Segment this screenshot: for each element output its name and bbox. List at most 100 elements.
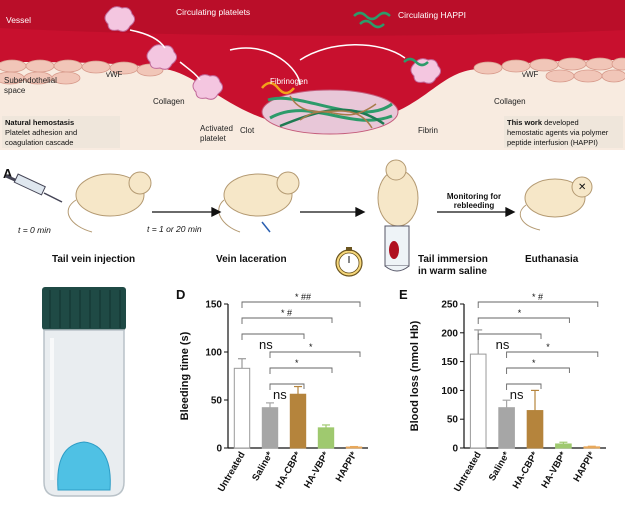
subendothelial-label-2: space — [4, 86, 26, 95]
significance-bracket — [269, 367, 333, 374]
happi-powder — [57, 441, 111, 491]
significance-bracket — [477, 301, 599, 308]
x-tick-label: Saline* — [487, 450, 513, 483]
bar — [289, 393, 307, 449]
significance-label: * # — [532, 292, 543, 302]
clot-label: Clot — [240, 126, 255, 135]
vial-cap-ridges — [49, 290, 121, 328]
natural-hemostasis-line-2: coagulation cascade — [5, 138, 73, 147]
bar — [555, 443, 572, 449]
panel-a-letter: A — [3, 166, 13, 181]
stopwatch-icon — [335, 247, 363, 277]
bar — [469, 353, 487, 449]
significance-label: * ## — [295, 292, 311, 302]
t0-label: t = 0 min — [18, 225, 51, 235]
step-tail-vein-injection: Tail vein injection — [52, 254, 135, 265]
t1-label: t = 1 or 20 min — [147, 224, 202, 234]
step-warm-saline: in warm saline — [418, 266, 487, 277]
fibrinogen-icon — [261, 81, 295, 95]
significance-label: * — [532, 358, 536, 368]
this-work-line-2: peptide interfusion (HAPPI) — [507, 138, 598, 147]
flow-arrows — [129, 29, 406, 86]
significance-bracket — [477, 333, 542, 340]
fibrinogen-label: Fibrinogen — [270, 77, 308, 86]
significance-label: ns — [259, 337, 273, 352]
x-tick-label: HA-VBP* — [539, 450, 569, 491]
significance-label: * # — [281, 308, 292, 318]
x-tick-label: HA-CBP* — [511, 450, 541, 491]
mouse-icon — [67, 171, 152, 233]
mouse-icon — [377, 159, 419, 227]
bar — [526, 410, 544, 449]
panel-a-protocol: A ✕ — [3, 159, 593, 277]
y-tick-label: 200 — [441, 328, 458, 339]
euthanasia-x-icon: ✕ — [578, 182, 586, 193]
monitor-label-1: Monitoring for — [447, 192, 501, 201]
syringe-icon — [5, 173, 63, 203]
x-tick-label: HA-CBP* — [274, 450, 304, 491]
this-work-bold: This work — [507, 118, 543, 127]
step-vein-laceration: Vein laceration — [216, 254, 287, 265]
panel-e-letter: E — [399, 287, 408, 302]
significance-label: ns — [273, 387, 287, 402]
significance-bracket — [241, 317, 333, 324]
significance-bracket — [477, 317, 570, 324]
y-tick-label: 50 — [447, 415, 459, 426]
activated-platelet-label-2: platelet — [200, 134, 227, 143]
bar — [317, 427, 335, 449]
y-tick-label: 150 — [205, 300, 222, 311]
y-tick-label: 0 — [452, 444, 458, 455]
bar — [261, 407, 279, 449]
vial-photo — [0, 286, 168, 507]
significance-bracket — [506, 367, 570, 374]
x-tick-label: Untreated — [452, 450, 484, 494]
y-tick-label: 100 — [441, 386, 458, 397]
vial-cap — [42, 287, 126, 330]
collagen-left-label: Collagen — [153, 97, 185, 106]
test-tube-icon — [384, 225, 410, 272]
natural-hemostasis-title: Natural hemostasis — [5, 118, 74, 127]
y-tick-label: 50 — [211, 396, 223, 407]
significance-bracket — [241, 333, 305, 340]
subendothelial-label-1: Subendothelial — [4, 76, 57, 85]
vwf-left-label: vWF — [106, 70, 123, 79]
bar — [498, 407, 515, 449]
circulating-happi-label: Circulating HAPPI — [398, 10, 466, 20]
step-tail-immersion: Tail immersion — [418, 254, 488, 265]
natural-hemostasis-box — [2, 116, 120, 148]
happi-polymer-icon — [353, 11, 429, 67]
significance-label: * — [518, 308, 522, 318]
significance-label: * — [546, 342, 550, 352]
significance-bracket — [269, 351, 361, 358]
x-tick-label: HAPPI* — [572, 450, 598, 484]
this-work-rest: developed — [542, 118, 579, 127]
significance-label: * — [309, 342, 313, 352]
laceration-mark — [261, 221, 271, 233]
monitor-label-2: rebleeding — [454, 201, 495, 210]
natural-hemostasis-line-1: Platelet adhesion and — [5, 128, 77, 137]
y-tick-label: 250 — [441, 300, 458, 311]
activated-platelet-label-1: Activated — [200, 124, 233, 133]
significance-bracket — [506, 383, 542, 390]
vessel-shade — [0, 0, 625, 36]
x-tick-label: HAPPI* — [334, 450, 360, 484]
x-tick-label: Untreated — [216, 450, 248, 494]
this-work-line-0: This work developed — [507, 118, 579, 127]
step-euthanasia: Euthanasia — [525, 254, 579, 265]
significance-bracket — [269, 383, 305, 390]
vessel-label: Vessel — [6, 15, 31, 25]
vwf-right-label: vWF — [522, 70, 539, 79]
bar — [233, 367, 251, 449]
significance-label: ns — [510, 387, 524, 402]
mouse-icon — [519, 176, 593, 231]
significance-label: ns — [496, 337, 510, 352]
this-work-line-1: hemostatic agents via polymer — [507, 128, 609, 137]
collagen-right-label: Collagen — [494, 97, 526, 106]
mouse-icon — [218, 171, 300, 233]
x-tick-label: Saline* — [250, 450, 276, 483]
y-tick-label: 100 — [205, 348, 222, 359]
clot-mass — [261, 89, 399, 135]
